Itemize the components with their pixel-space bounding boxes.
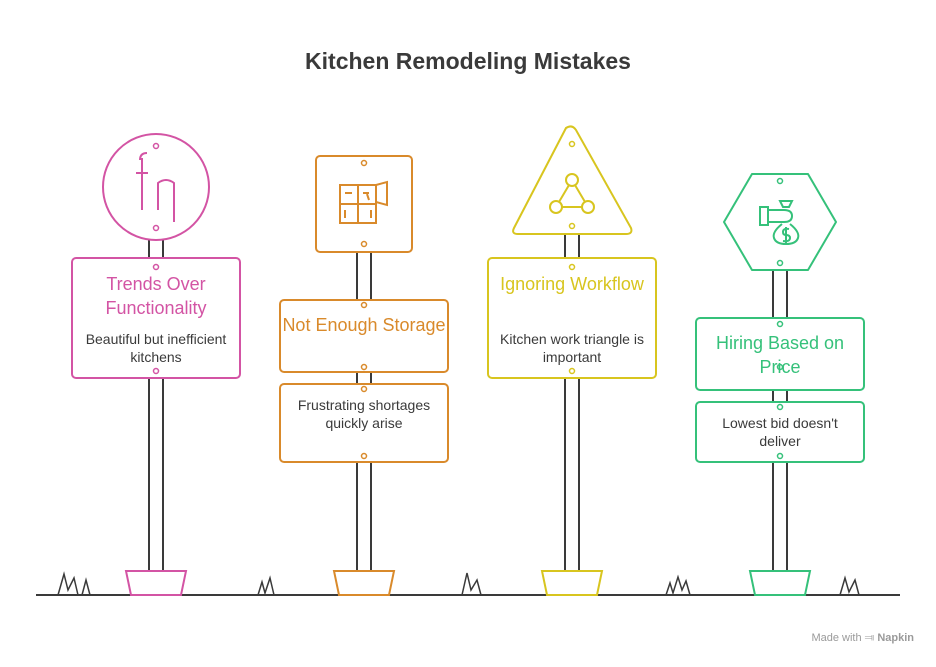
credit-prefix: Made with (811, 632, 862, 644)
sign-board (695, 401, 865, 463)
sign-workflow (487, 125, 657, 596)
sign-board (487, 257, 657, 379)
triangle-nodes-icon (549, 173, 595, 214)
napkin-logo-icon: ⫥ (864, 632, 875, 644)
storage-cabinet-icon (339, 180, 388, 224)
sign-board (71, 257, 241, 379)
circle-sign (102, 133, 210, 241)
sign-desc-workflow: Kitchen work triangle is important (500, 331, 644, 365)
sign-board (279, 383, 449, 463)
sign-title-storage: Not Enough Storage (282, 315, 446, 335)
sink-faucet-icon (136, 152, 175, 222)
pole-base (124, 570, 188, 596)
money-bag-hand-icon (759, 200, 800, 246)
sign-desc-trends: Beautiful but inefficient kitchens (85, 331, 227, 365)
sign-desc-storage: Frustrating shortages quickly arise (297, 397, 431, 431)
sign-hiring (695, 173, 865, 596)
sign-board (279, 299, 449, 373)
sign-title-hiring: Hiring Based on Price (715, 333, 845, 377)
pole-base (332, 570, 396, 596)
pole-base (748, 570, 812, 596)
sign-board (695, 317, 865, 391)
sign-title-trends: Trends Over Functionality (105, 274, 207, 318)
sign-title-workflow: Ignoring Workflow (500, 274, 644, 294)
diagram-title: Kitchen Remodeling Mistakes (305, 48, 631, 74)
sign-trends (71, 133, 241, 596)
grass-tufts (57, 571, 860, 596)
credit-brand: Napkin (877, 632, 914, 644)
pole-base (540, 570, 604, 596)
sign-desc-hiring: Lowest bid doesn't deliver (722, 415, 838, 449)
sign-storage (279, 155, 449, 596)
made-with-credit[interactable]: Made with ⫥ Napkin (811, 632, 914, 645)
